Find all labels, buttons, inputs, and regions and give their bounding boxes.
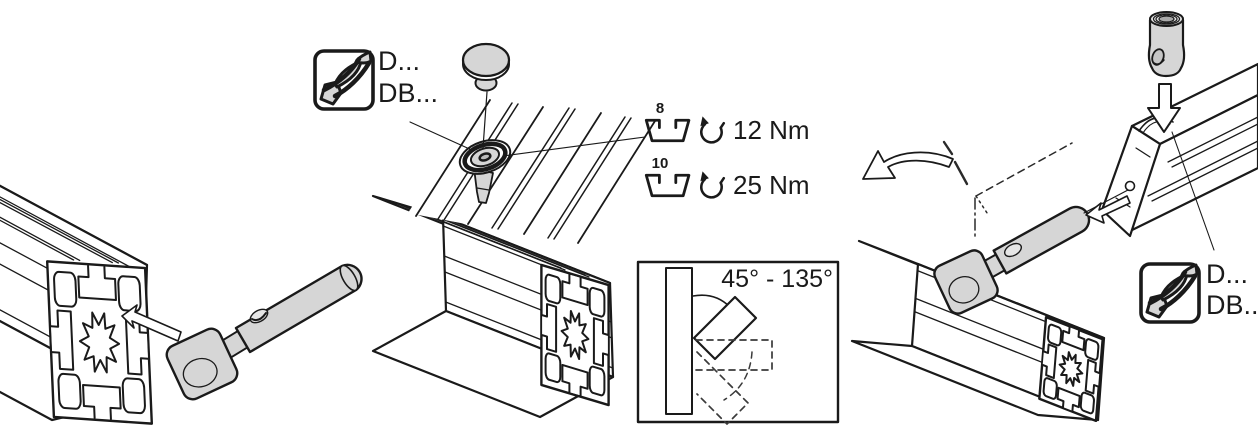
- sleeve-nut: [1147, 11, 1186, 78]
- t-slot-size-icon-10: [644, 173, 691, 198]
- leader-line-part-icon-right: [1171, 131, 1215, 251]
- right-assembly: [850, 11, 1258, 421]
- tightening-torque-icon: [699, 115, 726, 144]
- part-number-label-right-line2: DB...: [1206, 290, 1258, 320]
- profile-upright-middle: [408, 74, 681, 248]
- cover-cap: [461, 42, 511, 149]
- pivot-construction-lines: [942, 140, 1073, 241]
- slot-size-label-8: 8: [655, 100, 665, 117]
- profile-top-right: [1100, 62, 1258, 238]
- part-number-label-right-line1: D...: [1206, 259, 1249, 289]
- drill-bit-icon: [1141, 264, 1199, 322]
- t-bolt-left: [165, 263, 363, 401]
- slot-size-label-10: 10: [651, 155, 669, 172]
- middle-assembly: [371, 42, 681, 419]
- bolt-axis-line: [1083, 189, 1129, 214]
- part-number-label-middle-line2: DB...: [378, 78, 439, 108]
- swivel-angle-box: [636, 260, 840, 425]
- profile-left-cross-section: [47, 261, 152, 423]
- swivel-angle-range-label: 45° - 135°: [721, 265, 833, 293]
- torque-value-12nm: 12 Nm: [733, 115, 810, 145]
- drill-bit-icon: [315, 51, 373, 109]
- bolt-insertion-arrow: [1085, 195, 1131, 224]
- tightening-torque-icon: [699, 170, 726, 199]
- leader-line-part-icon-middle: [409, 121, 475, 152]
- insert-down-arrow: [1147, 83, 1181, 133]
- left-assembly: [0, 184, 363, 424]
- swivel-arrow: [862, 150, 954, 180]
- slot-insertion-arrow-left: [121, 304, 182, 342]
- profile-middle-cross-section: [541, 265, 608, 405]
- torque-value-25nm: 25 Nm: [733, 170, 810, 200]
- leader-line-torque: [502, 136, 646, 157]
- profile-bottom-middle: [371, 194, 615, 419]
- profile-left: [0, 184, 152, 424]
- part-number-label-middle-line1: D...: [378, 46, 421, 76]
- countersunk-screw: [458, 139, 512, 204]
